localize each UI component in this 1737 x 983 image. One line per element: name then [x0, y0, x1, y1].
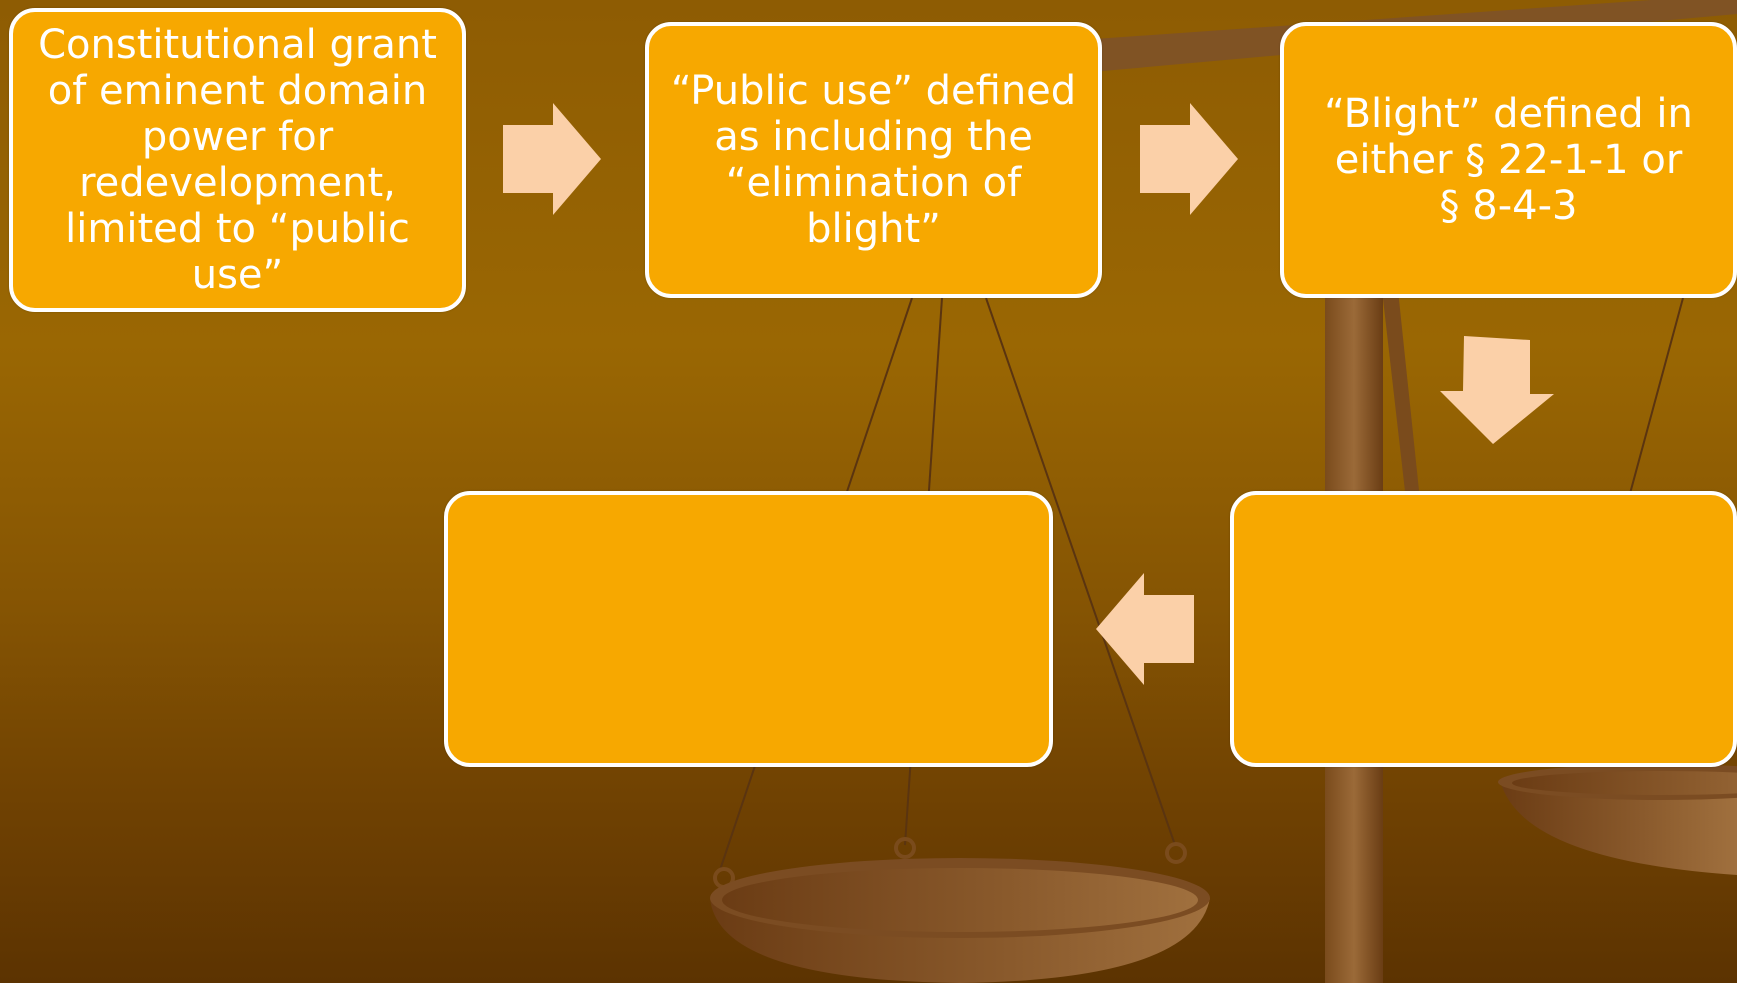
- flow-box-public-use: “Public use” defined as including the “e…: [645, 22, 1102, 298]
- flow-box-text: Constitutional grant of eminent domain p…: [38, 22, 437, 298]
- flow-box-empty-left: [444, 491, 1053, 767]
- scale-pole-brace: [1382, 290, 1420, 500]
- flow-box-text: “Public use” defined as including the “e…: [670, 68, 1077, 252]
- left-arrow-icon: [1096, 573, 1194, 685]
- down-arrow-icon: [1440, 336, 1554, 444]
- flow-box-constitutional-grant: Constitutional grant of eminent domain p…: [9, 8, 466, 312]
- pan-ring: [1165, 842, 1187, 864]
- right-arrow-icon: [1140, 103, 1238, 215]
- flow-box-empty-right: [1230, 491, 1737, 767]
- pan-ring: [894, 837, 916, 859]
- right-pan-inner: [1512, 771, 1737, 795]
- right-pan: [1500, 780, 1737, 875]
- left-pan-string: [985, 297, 1176, 846]
- flow-box-text: “Blight” defined in either § 22-1-1 or §…: [1324, 91, 1693, 229]
- left-pan-inner: [722, 868, 1198, 932]
- right-arrow-icon: [503, 103, 601, 215]
- flow-box-blight-defined: “Blight” defined in either § 22-1-1 or §…: [1280, 22, 1737, 298]
